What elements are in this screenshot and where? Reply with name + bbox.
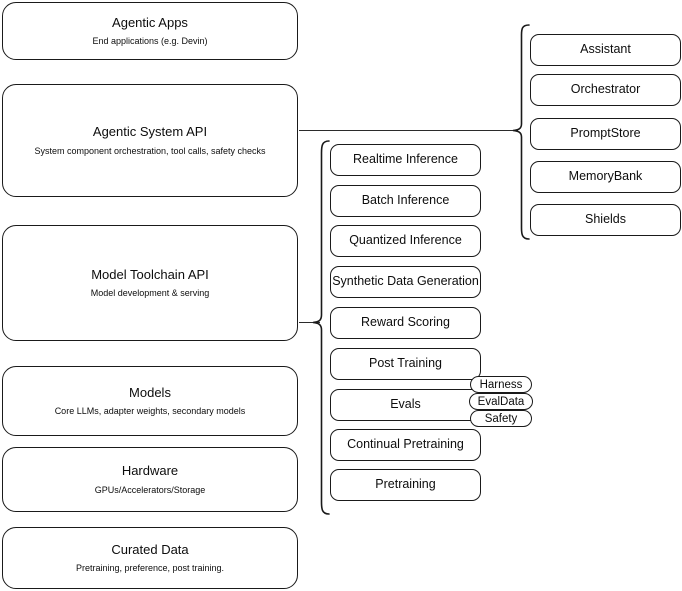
pill-label: EvalData bbox=[477, 395, 525, 408]
layer-box-hardware[interactable]: Hardware GPUs/Accelerators/Storage bbox=[2, 447, 298, 512]
system-component-promptstore[interactable]: PromptStore bbox=[530, 118, 681, 150]
toolchain-brace bbox=[312, 140, 330, 515]
toolchain-component-post-training[interactable]: Post Training bbox=[330, 348, 481, 380]
layer-box-agentic-apps[interactable]: Agentic Apps End applications (e.g. Devi… bbox=[2, 2, 298, 60]
component-label: Evals bbox=[390, 397, 421, 412]
eval-pill-harness[interactable]: Harness bbox=[470, 376, 532, 393]
layer-subtitle: Model development & serving bbox=[90, 288, 210, 298]
eval-pill-evaldata[interactable]: EvalData bbox=[469, 393, 533, 410]
layer-subtitle: Core LLMs, adapter weights, secondary mo… bbox=[54, 406, 246, 416]
component-label: Pretraining bbox=[375, 477, 436, 492]
layer-subtitle: System component orchestration, tool cal… bbox=[34, 145, 266, 156]
layer-box-model-toolchain-api[interactable]: Model Toolchain API Model development & … bbox=[2, 225, 298, 341]
eval-pill-safety[interactable]: Safety bbox=[470, 410, 532, 427]
layer-box-models[interactable]: Models Core LLMs, adapter weights, secon… bbox=[2, 366, 298, 436]
connector-system-api-to-components bbox=[299, 130, 518, 131]
layer-subtitle: GPUs/Accelerators/Storage bbox=[94, 484, 206, 495]
layer-title: Hardware bbox=[121, 463, 179, 479]
component-label: Assistant bbox=[580, 42, 631, 57]
toolchain-component-batch-inference[interactable]: Batch Inference bbox=[330, 185, 481, 217]
component-label: Continual Pretraining bbox=[347, 437, 464, 452]
system-component-shields[interactable]: Shields bbox=[530, 204, 681, 236]
toolchain-component-evals[interactable]: Evals bbox=[330, 389, 481, 421]
connector-toolchain-to-components bbox=[299, 322, 320, 323]
layer-box-curated-data[interactable]: Curated Data Pretraining, preference, po… bbox=[2, 527, 298, 589]
component-label: MemoryBank bbox=[568, 169, 643, 184]
toolchain-component-pretraining[interactable]: Pretraining bbox=[330, 469, 481, 501]
component-label: PromptStore bbox=[570, 126, 641, 141]
pill-label: Harness bbox=[479, 378, 523, 391]
component-label: Orchestrator bbox=[570, 82, 641, 97]
layer-subtitle: End applications (e.g. Devin) bbox=[92, 36, 208, 46]
component-label: Synthetic Data Generation bbox=[332, 274, 479, 289]
layer-title: Models bbox=[129, 384, 171, 400]
layer-box-agentic-system-api[interactable]: Agentic System API System component orch… bbox=[2, 84, 298, 197]
system-component-memorybank[interactable]: MemoryBank bbox=[530, 161, 681, 193]
layer-title: Curated Data bbox=[111, 541, 189, 557]
layer-title: Model Toolchain API bbox=[91, 266, 209, 282]
component-label: Quantized Inference bbox=[349, 233, 462, 248]
component-label: Shields bbox=[585, 212, 626, 227]
component-label: Realtime Inference bbox=[353, 152, 458, 167]
toolchain-component-continual-pretraining[interactable]: Continual Pretraining bbox=[330, 429, 481, 461]
pill-label: Safety bbox=[484, 412, 518, 425]
toolchain-component-reward-scoring[interactable]: Reward Scoring bbox=[330, 307, 481, 339]
component-label: Batch Inference bbox=[361, 193, 450, 208]
component-label: Reward Scoring bbox=[361, 315, 450, 330]
toolchain-component-synthetic-data-generation[interactable]: Synthetic Data Generation bbox=[330, 266, 481, 298]
system-components-brace bbox=[512, 24, 530, 240]
toolchain-component-realtime-inference[interactable]: Realtime Inference bbox=[330, 144, 481, 176]
layer-title: Agentic System API bbox=[92, 124, 208, 140]
toolchain-component-quantized-inference[interactable]: Quantized Inference bbox=[330, 225, 481, 257]
component-label: Post Training bbox=[369, 356, 442, 371]
system-component-orchestrator[interactable]: Orchestrator bbox=[530, 74, 681, 106]
layer-subtitle: Pretraining, preference, post training. bbox=[75, 563, 225, 573]
layer-title: Agentic Apps bbox=[112, 14, 188, 30]
system-component-assistant[interactable]: Assistant bbox=[530, 34, 681, 66]
